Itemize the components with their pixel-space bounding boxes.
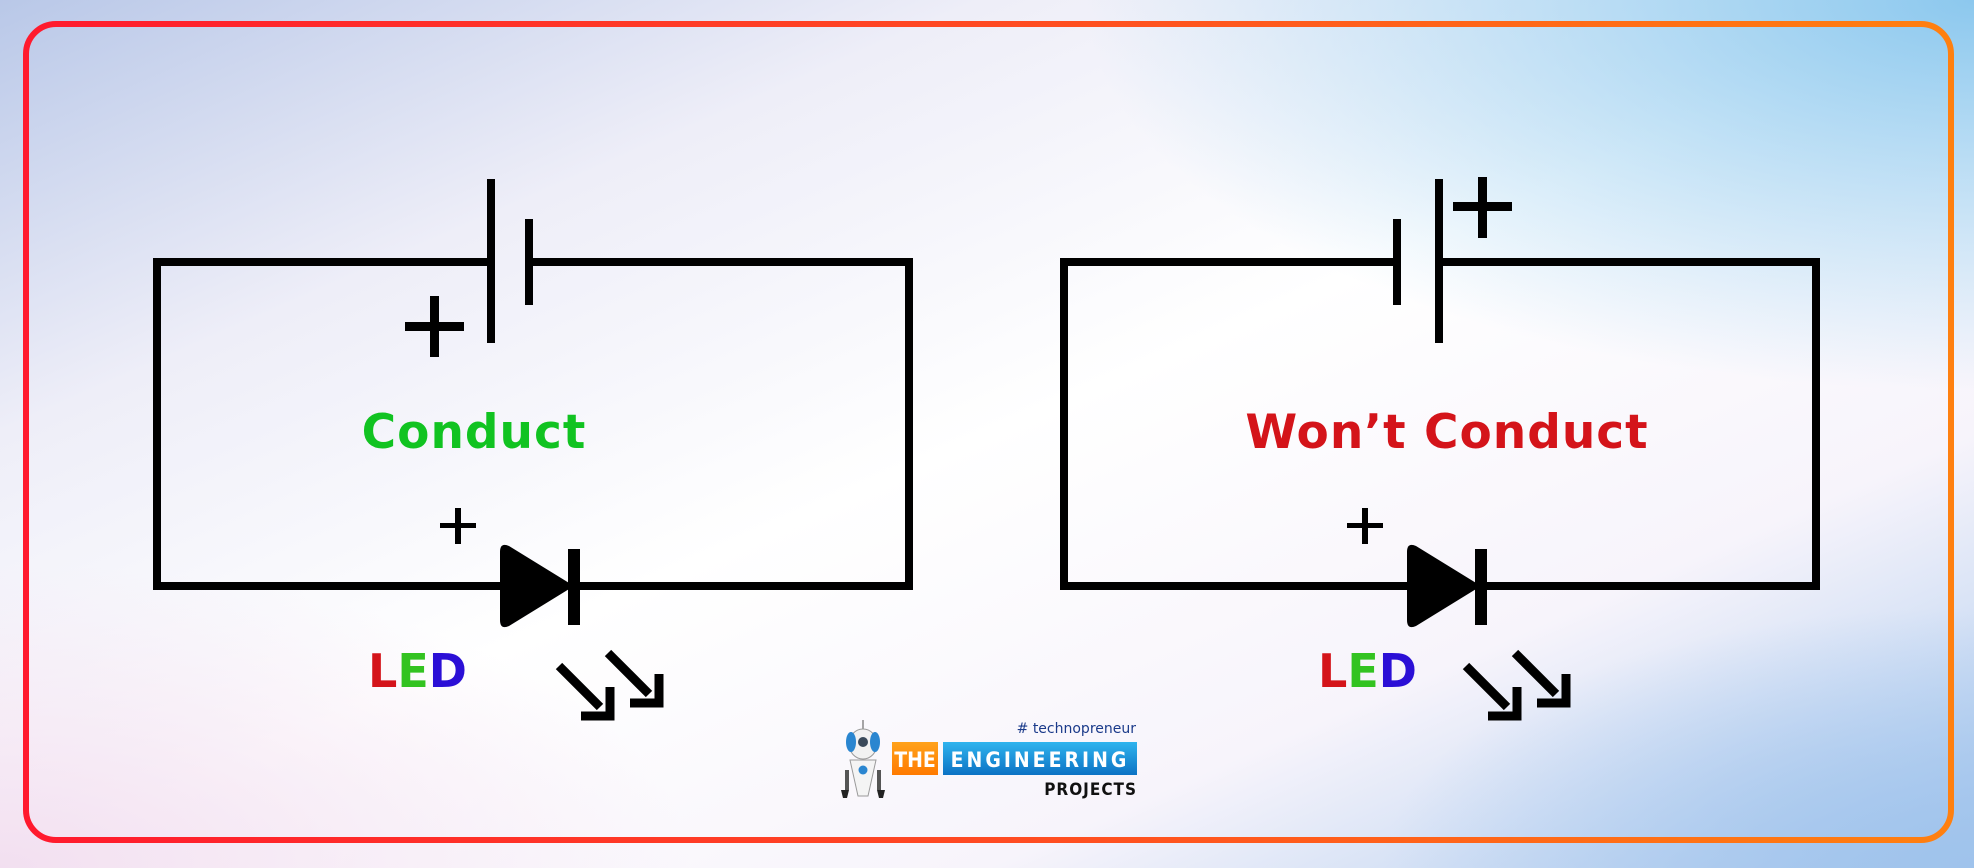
logo-tagline: # technopreneur: [1017, 721, 1137, 737]
led-letter-d: D: [429, 644, 467, 698]
led-letter-l: L: [368, 644, 397, 698]
battery-plus-icon: [1453, 177, 1512, 238]
battery-long-plate: [487, 179, 495, 343]
battery-short-plate: [525, 219, 533, 305]
light-emission-arrows-icon: [1462, 649, 1571, 721]
circuit-forward-bias: Conduct LED: [153, 179, 913, 721]
logo-word-engineering: ENGINEERING: [951, 748, 1130, 772]
logo-engineering-badge: [943, 742, 1137, 775]
battery-symbol: [1393, 179, 1443, 343]
battery-symbol: [487, 179, 533, 343]
circuit-wire-loop: [153, 258, 913, 590]
led-diode-symbol: [1407, 544, 1487, 628]
led-letter-d: D: [1379, 644, 1417, 698]
diode-plus-icon: [1347, 508, 1383, 544]
circuit-wire-loop: [1060, 258, 1820, 590]
brand-logo: # technopreneur THE ENGINEERING PROJECTS: [841, 720, 1137, 800]
logo-word-the: THE: [894, 748, 936, 772]
battery-plus-icon: [405, 296, 464, 357]
battery-short-plate: [1393, 219, 1401, 305]
battery-long-plate: [1435, 179, 1443, 343]
led-diode-symbol: [500, 544, 580, 628]
led-letter-e: E: [1347, 644, 1378, 698]
status-label-conduct: Conduct: [362, 405, 587, 460]
logo-word-projects: PROJECTS: [1044, 780, 1137, 800]
led-label: LED: [1318, 644, 1417, 698]
frame-border: [23, 21, 1954, 843]
status-label-wont-conduct: Won’t Conduct: [1245, 405, 1648, 460]
logo-the-badge: [892, 742, 938, 775]
light-emission-arrows-icon: [555, 649, 664, 721]
circuit-reverse-bias: Won’t Conduct LED: [1060, 177, 1820, 721]
led-label: LED: [368, 644, 467, 698]
led-letter-l: L: [1318, 644, 1347, 698]
diode-plus-icon: [440, 508, 476, 544]
robot-mascot-icon: [841, 720, 885, 798]
led-letter-e: E: [397, 644, 428, 698]
